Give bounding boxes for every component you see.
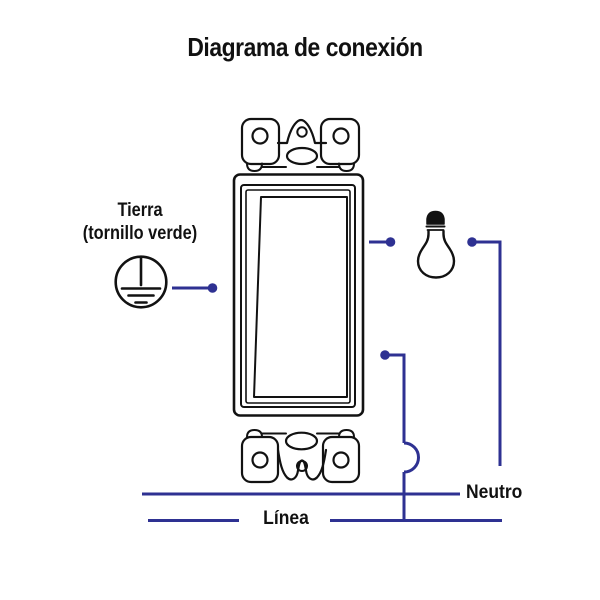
wire-hop (403, 441, 420, 474)
top-right-ear (319, 117, 361, 166)
small-hole (296, 460, 308, 472)
switch-body (232, 173, 365, 417)
switch-top-strap (240, 117, 361, 172)
bottom-left-ear (240, 435, 280, 484)
body-frame (240, 184, 356, 408)
wiring (142, 237, 502, 522)
rocker-paddle (253, 196, 348, 398)
light-bulb-icon (416, 210, 456, 279)
ground-label: Tierra (tornillo verde) (54, 199, 226, 245)
line-wire-upper (385, 353, 406, 443)
strap-valley (276, 448, 328, 481)
ground-terminal-dot (207, 283, 218, 293)
small-hole (296, 126, 308, 138)
screw-hole (251, 451, 269, 469)
body-outline (232, 173, 365, 417)
rocker-switch-icon (232, 117, 365, 484)
screw-hole (251, 127, 269, 145)
screw-hole (332, 451, 350, 469)
page-title: Diagrama de conexión (187, 32, 423, 62)
bulb-globe (416, 229, 456, 279)
top-left-ear (240, 117, 281, 166)
screw-hole (332, 127, 350, 145)
ground-label-line1: Tierra (117, 200, 163, 221)
mounting-slot (285, 146, 319, 166)
bottom-right-ear (321, 435, 361, 484)
neutral-wire (472, 240, 502, 466)
strap-peak (276, 118, 328, 145)
line-label: Línea (263, 508, 309, 529)
switch-top-terminal-dot (385, 237, 396, 247)
mounting-slot (284, 431, 319, 451)
rocker-frame (245, 189, 351, 404)
bulb-cap (426, 210, 445, 225)
switch-bottom-strap (240, 429, 361, 484)
ground-symbol-icon (114, 255, 168, 309)
neutral-label: Neutro (466, 482, 523, 503)
ground-label-line2: (tornillo verde) (82, 223, 198, 244)
